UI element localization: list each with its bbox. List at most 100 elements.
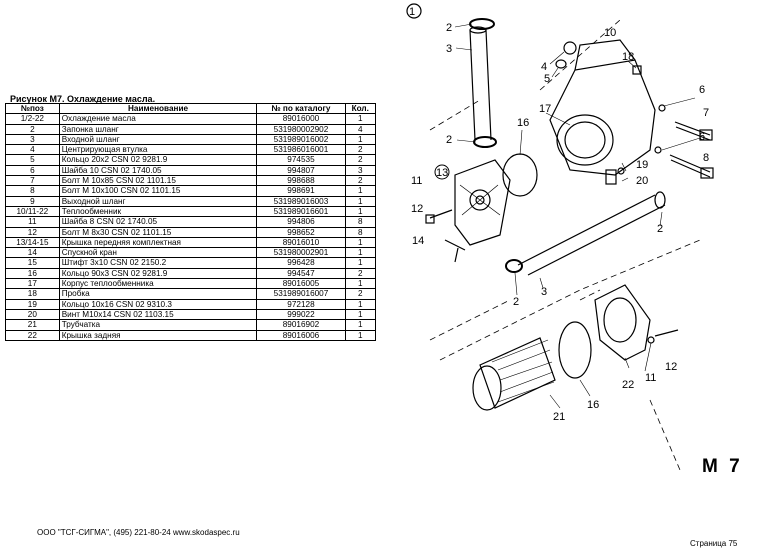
- col-header-quantity: Кол.: [344, 102, 377, 115]
- callout-14: 14: [412, 235, 424, 247]
- cell-quantity: 1: [344, 319, 377, 331]
- cell-quantity: 1: [344, 329, 377, 341]
- cell-catalog-number: 531989016002: [256, 133, 346, 146]
- tube-bundle: [479, 337, 556, 409]
- cell-position: 20: [5, 308, 60, 321]
- page-number: Страница 75: [690, 539, 738, 548]
- cell-quantity: 2: [344, 288, 377, 300]
- figure-number-circle: [406, 3, 422, 19]
- cell-name: Корпус теплообменника: [58, 278, 258, 290]
- cell-quantity: 1: [344, 113, 377, 125]
- cell-position: 12: [5, 226, 60, 238]
- drain-cock: [444, 239, 466, 263]
- centering-bushing: [563, 41, 577, 55]
- outlet-hose: [517, 194, 666, 276]
- cell-catalog-number: 531980002901: [256, 247, 346, 259]
- bolt-m10x85: [674, 121, 711, 141]
- cell-name: Трубчатка: [58, 319, 258, 331]
- cell-name: Болт М 10х85 CSN 02 1101.15: [58, 175, 258, 187]
- hose-clamp-lower: [505, 259, 523, 273]
- callout-20: 20: [636, 175, 648, 187]
- cell-name: Кольцо 20х2 CSN 02 9281.9: [58, 154, 258, 166]
- callout-13-circle: [434, 164, 450, 180]
- cell-quantity: 2: [344, 175, 377, 187]
- cell-catalog-number: 531980002902: [256, 123, 346, 135]
- cell-position: 14: [5, 247, 60, 259]
- cell-quantity: 1: [344, 247, 377, 259]
- cell-catalog-number: 994806: [256, 216, 346, 228]
- callout-7: 7: [703, 107, 709, 119]
- bolt-m8x30: [654, 329, 679, 337]
- cell-name: Выходной шланг: [58, 195, 258, 207]
- cell-name: Крышка задняя: [58, 329, 258, 341]
- cell-position: 9: [5, 195, 60, 207]
- cell-position: 22: [5, 329, 60, 341]
- cell-name: Кольцо 90х3 CSN 02 9281.9: [58, 267, 258, 280]
- callout-22: 22: [622, 379, 634, 391]
- cell-position: 15: [5, 257, 60, 269]
- callout-1: 1: [409, 6, 415, 18]
- cell-position: 18: [5, 288, 60, 300]
- cell-quantity: 4: [344, 123, 377, 135]
- cell-quantity: 1: [344, 133, 377, 146]
- cell-catalog-number: 89016000: [256, 113, 346, 125]
- cell-quantity: 1: [344, 257, 377, 269]
- cell-catalog-number: 531986016001: [256, 144, 346, 156]
- callout-3b: 3: [541, 286, 547, 298]
- cell-catalog-number: 89016010: [256, 236, 346, 249]
- callout-3a: 3: [446, 43, 452, 55]
- callout-13: 13: [436, 167, 448, 179]
- cell-position: 7: [5, 175, 60, 187]
- cell-position: 11: [5, 216, 60, 228]
- cell-name: Болт М 8х30 CSN 02 1101.15: [58, 226, 258, 238]
- cell-name: Шайба 8 CSN 02 1740.05: [58, 216, 258, 228]
- cell-name: Запонка шланг: [58, 123, 258, 135]
- cell-name: Центрирующая втулка: [58, 144, 258, 156]
- front-cover: [454, 159, 511, 246]
- exploded-diagram: 1 2 3 2 4 5 10 18 6 7 6 8 16 17 13 11 12…: [406, 3, 714, 471]
- cell-position: 13/14-15: [5, 236, 60, 249]
- cell-position: 8: [5, 185, 60, 197]
- o-ring-upper: [502, 153, 538, 197]
- cell-catalog-number: 994807: [256, 164, 346, 177]
- cell-quantity: 3: [344, 164, 377, 177]
- inlet-hose: [469, 29, 492, 141]
- callout-2d: 2: [513, 296, 519, 308]
- cell-name: Входной шланг: [58, 133, 258, 146]
- callout-18: 18: [622, 51, 634, 63]
- callout-8: 8: [703, 152, 709, 164]
- callout-5: 5: [544, 73, 550, 85]
- cell-name: Пробка: [58, 288, 258, 300]
- cell-position: 10/11-22: [5, 205, 60, 218]
- cell-position: 6: [5, 164, 60, 177]
- cell-catalog-number: 531989016007: [256, 288, 346, 300]
- cell-quantity: 1: [344, 185, 377, 197]
- cell-position: 1/2-22: [5, 113, 60, 125]
- col-header-catalog-number: № по каталогу: [256, 102, 346, 115]
- o-ring-small: [555, 59, 567, 69]
- cell-catalog-number: 999022: [256, 308, 346, 321]
- callout-10: 10: [604, 27, 616, 39]
- bolt-m10x100: [669, 154, 711, 178]
- parts-table: №поз Наименование № по каталогу Кол. 1/2…: [5, 102, 377, 341]
- figure-title: Рисунок М7. Охлаждение масла.: [10, 94, 156, 104]
- cell-position: 4: [5, 144, 60, 156]
- cell-name: Болт М 10х100 CSN 02 1101.15: [58, 185, 258, 197]
- cell-quantity: 2: [344, 267, 377, 280]
- table-header-row: №поз Наименование № по каталогу Кол.: [5, 102, 377, 115]
- cell-name: Штифт 3х10 CSN 02 2150.2: [58, 257, 258, 269]
- cell-catalog-number: 89016902: [256, 319, 346, 331]
- cell-catalog-number: 89016005: [256, 278, 346, 290]
